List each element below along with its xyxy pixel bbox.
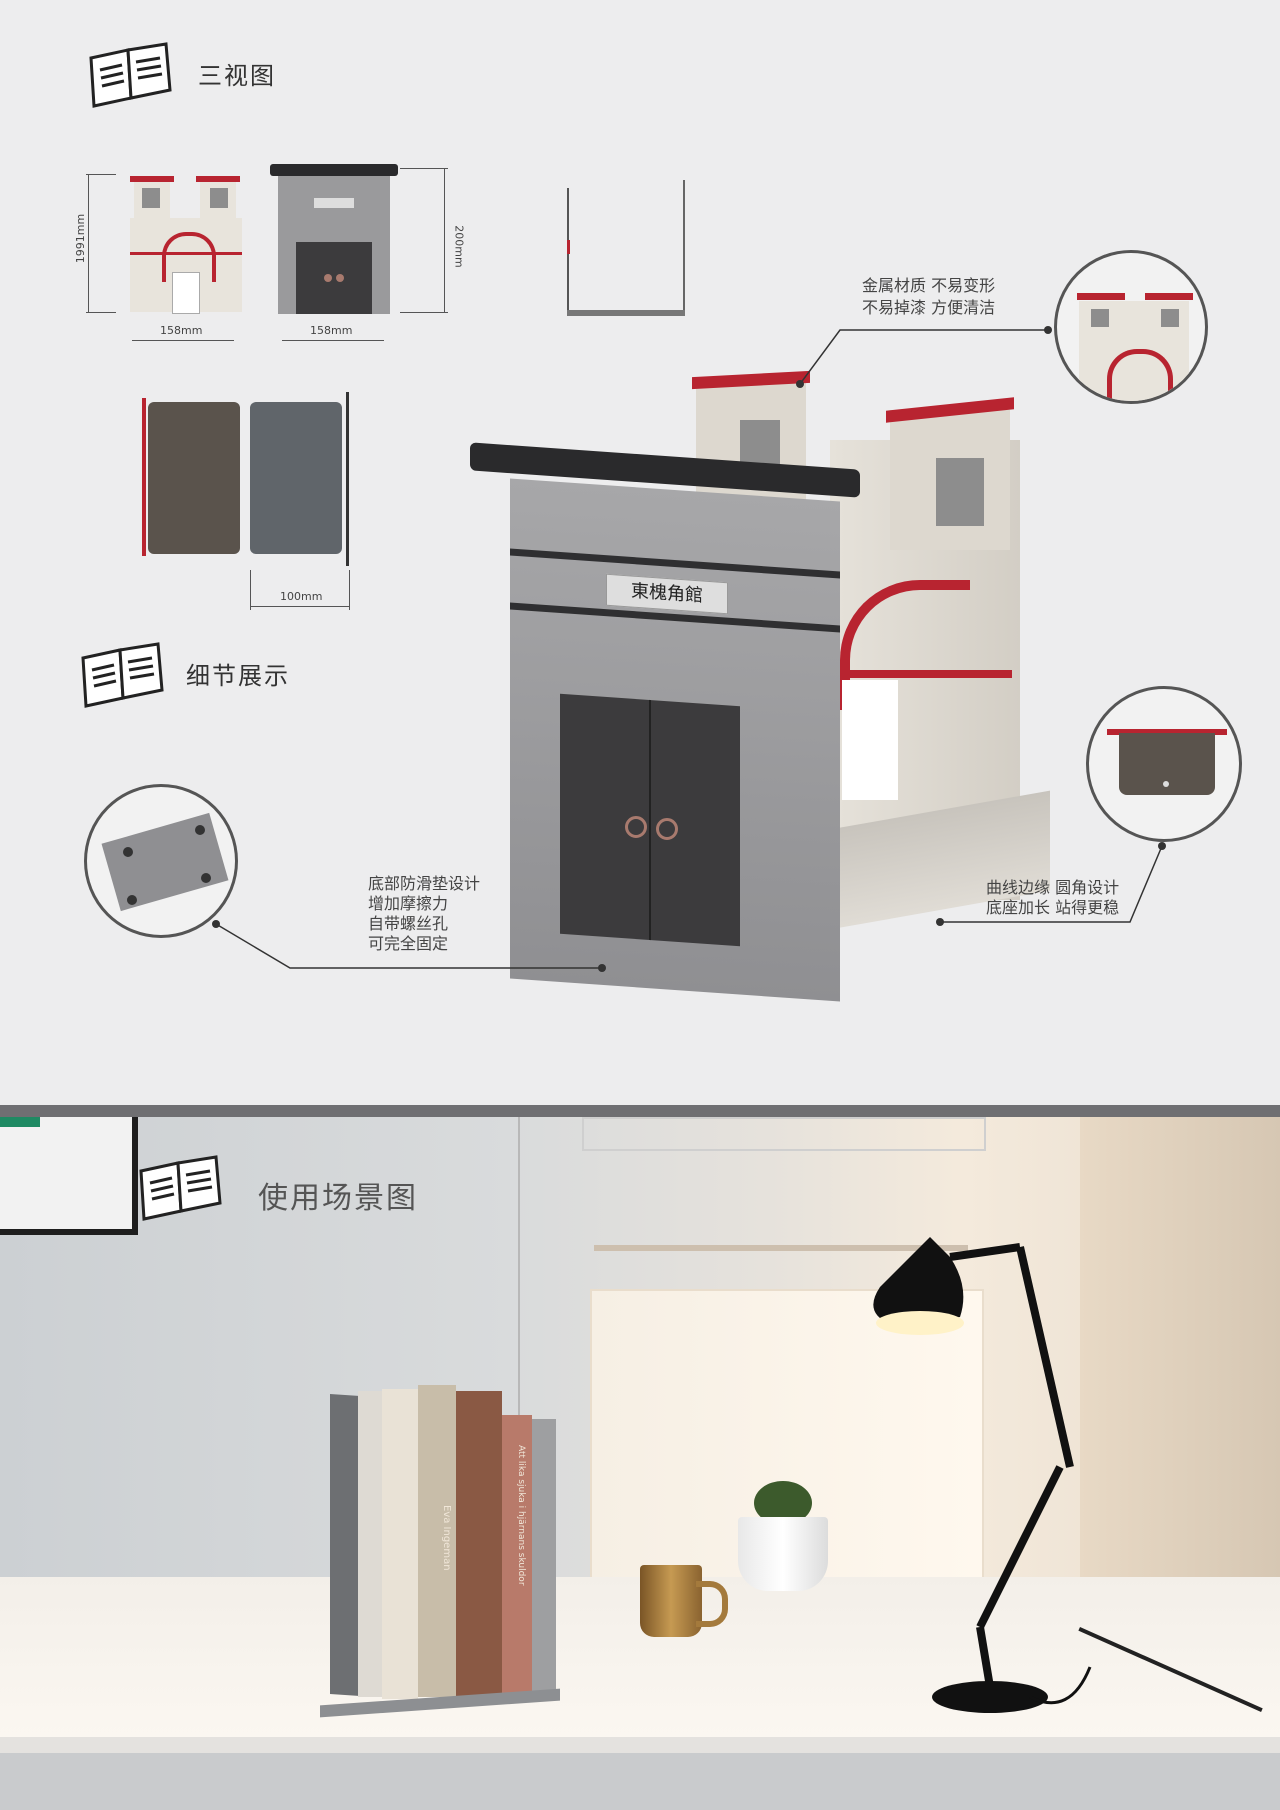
open-book-icon xyxy=(81,642,164,708)
callout-material-leader xyxy=(212,326,1166,972)
product-render: 東槐角館 xyxy=(470,370,1050,1020)
top-view xyxy=(142,392,352,566)
back-view xyxy=(270,164,398,314)
book-spine-1: Eva Ingeman xyxy=(441,1505,452,1571)
desk-lamp xyxy=(873,1237,1092,1713)
callout-material-line2: 不易掉漆 方便清洁 xyxy=(862,298,996,317)
usage-scene: 使用场景图 Eva Ingeman Att lika sjuka i hjärn… xyxy=(0,1117,1280,1810)
callout-bottom-line4: 可完全固定 xyxy=(368,934,449,953)
scene-title: 使用场景图 xyxy=(258,1181,418,1216)
coffee-cup xyxy=(640,1565,730,1639)
front-view xyxy=(130,170,242,314)
dimension-width-front: 158mm xyxy=(160,324,203,337)
three-view-title: 三视图 xyxy=(198,62,276,90)
dimension-width-back: 158mm xyxy=(310,324,353,337)
detail-title: 细节展示 xyxy=(186,662,290,690)
callout-bottom-line1: 底部防滑垫设计 xyxy=(368,874,481,893)
callout-bottom-line2: 增加摩擦力 xyxy=(368,894,449,913)
detail-circle-base xyxy=(84,784,238,938)
callout-edges-line1: 曲线边缘 圆角设计 xyxy=(986,878,1120,897)
callout-material-line1: 金属材质 不易变形 xyxy=(862,276,996,295)
detail-circle-top xyxy=(1054,250,1208,404)
open-book-icon xyxy=(89,42,172,108)
bookend-with-books: Eva Ingeman Att lika sjuka i hjärnans sk… xyxy=(320,1385,566,1765)
callout-bottom-line3: 自带螺丝孔 xyxy=(368,914,449,933)
book-spine-2: Att lika sjuka i hjärnans skuldor xyxy=(516,1445,526,1586)
dimension-width-side: 100mm xyxy=(280,590,323,603)
side-view xyxy=(565,180,689,324)
section-divider xyxy=(0,1105,1280,1117)
open-book-icon xyxy=(139,1155,222,1221)
callout-edges-line2: 底座加长 站得更稳 xyxy=(986,898,1120,917)
product-sheet: 三视图 1991mm 158mm 200mm 158mm xyxy=(74,42,1242,1020)
cactus-pot xyxy=(738,1481,828,1591)
detail-circle-edge xyxy=(1086,686,1242,842)
